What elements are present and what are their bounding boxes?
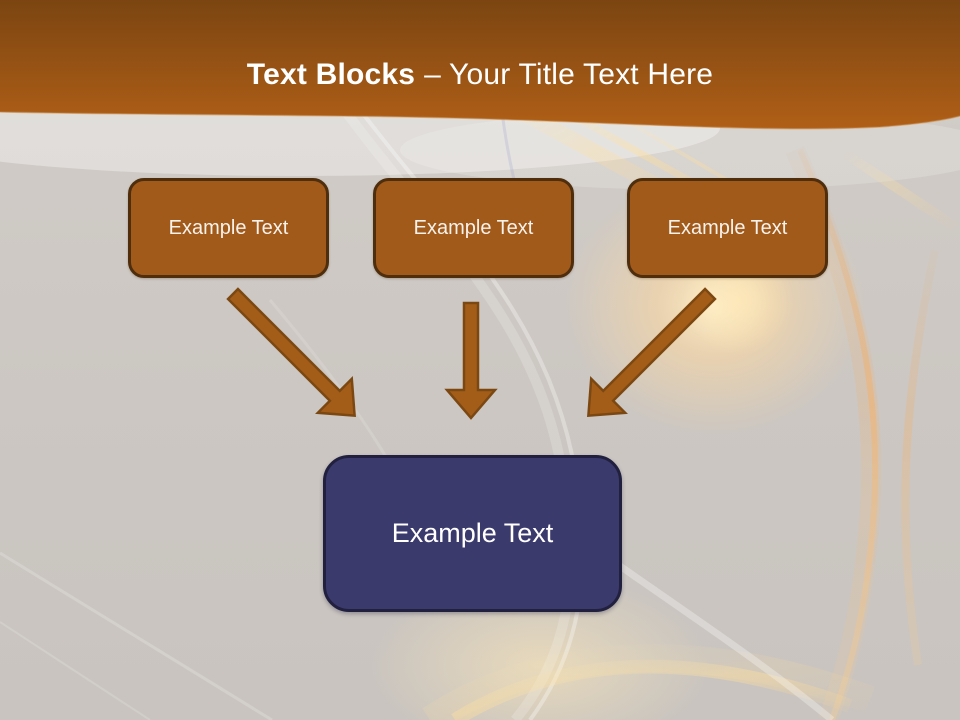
slide-title: Text Blocks– Your Title Text Here — [0, 58, 960, 92]
target-text-block: Example Text — [323, 455, 622, 612]
arrow-down-right-icon — [226, 287, 356, 417]
text-block-2-label: Example Text — [413, 216, 534, 239]
text-block-1: Example Text — [128, 178, 329, 278]
text-block-3-label: Example Text — [667, 216, 788, 239]
text-block-2: Example Text — [373, 178, 574, 278]
title-emphasis: Text Blocks — [246, 58, 416, 91]
arrow-down-icon — [444, 301, 498, 420]
text-block-1-label: Example Text — [168, 216, 289, 239]
arrow-down-left-icon — [587, 287, 717, 417]
text-block-3: Example Text — [627, 178, 828, 278]
target-text-block-label: Example Text — [391, 518, 554, 548]
title-subtitle: – Your Title Text Here — [424, 58, 714, 91]
